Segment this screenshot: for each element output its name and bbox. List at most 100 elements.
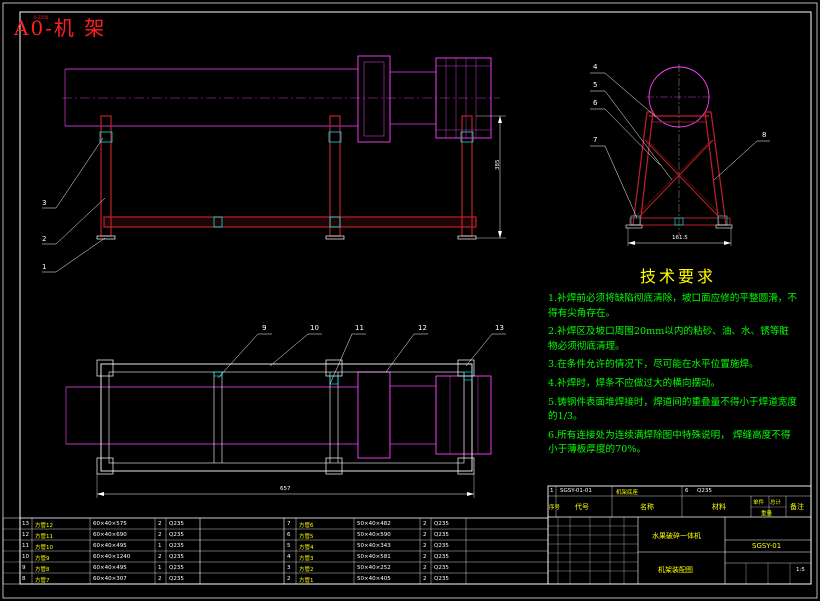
tb-row1-code: SGSY-01-01 (560, 488, 592, 494)
callout-6: 6 (593, 99, 598, 107)
bom-qty: 1 (158, 543, 162, 549)
bom-code: 方管1 (299, 578, 314, 584)
bom-qty: 2 (423, 576, 427, 582)
callout-3: 3 (42, 199, 47, 207)
bom-mat: Q235 (434, 576, 449, 582)
bom-spec: 50×40×252 (357, 565, 391, 571)
bom-mat: Q235 (434, 543, 449, 549)
bom-qty: 2 (423, 554, 427, 560)
tb-row1-name: 机架底座 (616, 490, 639, 496)
title-block-grid (547, 485, 812, 585)
bom-qty: 2 (158, 554, 162, 560)
requirement-item: 4.补焊时，焊条不应做过大的横向摆动。 (548, 377, 721, 389)
tb-drawing-name: 机架装配图 (658, 566, 693, 574)
bom-no: 12 (22, 532, 29, 538)
bom-spec: 60×40×690 (93, 532, 127, 538)
bom-code: 方管10 (35, 545, 53, 551)
requirement-item: 5.铸钢件表面堆焊接时，焊道间的重叠量不得小于焊道宽度的1/3。 (548, 396, 797, 423)
tech-requirements-title: 技术要求 (640, 267, 717, 286)
bom-no: 9 (22, 565, 26, 571)
requirement-item: 6.所有连接处为连续满焊除图中特殊说明， 焊缝高度不得小于薄板厚度的70%。 (548, 429, 791, 456)
front-view (42, 55, 506, 273)
bom-no: 7 (287, 521, 291, 527)
bom-mat: Q235 (434, 521, 449, 527)
callout-12: 12 (418, 324, 427, 332)
bom-no: 4 (287, 554, 291, 560)
bom-spec: 60×40×575 (93, 521, 127, 527)
tb-header-mat: 材料 (712, 503, 726, 511)
bom-code: 方管11 (35, 534, 53, 540)
bom-qty: 2 (158, 521, 162, 527)
bom-no: 5 (287, 543, 291, 549)
callout-7: 7 (593, 136, 598, 144)
tb-row1-no: 1 (550, 488, 554, 494)
bom-mat: Q235 (169, 576, 184, 582)
requirement-item: 2.补焊区及坡口周围20mm以内的粘砂、油、水、锈等脏物必须彻底清理。 (548, 326, 790, 352)
bom-code: 方管12 (35, 523, 53, 529)
top-view (65, 333, 506, 498)
bom-code: 方管2 (299, 567, 314, 573)
bom-no: 10 (22, 554, 29, 560)
bom-mat: Q235 (434, 532, 449, 538)
bom-mat: Q235 (169, 543, 184, 549)
bom-spec: 60×40×495 (93, 565, 127, 571)
dim-width: 161.5 (672, 235, 688, 241)
bom-qty: 2 (423, 521, 427, 527)
callout-4: 4 (593, 63, 598, 71)
tech-requirements-list: 1.补焊前必须将缺陷彻底清除，坡口面应修的平整圆滑，不得有尖角存在。 2.补焊区… (548, 292, 798, 462)
bom-spec: 60×40×307 (93, 576, 127, 582)
tb-row1-qty: 6 (685, 488, 689, 494)
tb-header-remark: 备注 (790, 503, 804, 511)
callout-11: 11 (355, 324, 364, 332)
bom-no: 11 (22, 543, 29, 549)
sheet-title: A0-机 架 (14, 16, 107, 40)
bom-qty: 1 (158, 565, 162, 571)
dim-length: 657 (280, 486, 291, 492)
callout-10: 10 (310, 324, 319, 332)
bom-spec: 50×40×581 (357, 554, 391, 560)
requirement-item: 1.补焊前必须将缺陷彻底清除，坡口面应修的平整圆滑，不得有尖角存在。 (548, 293, 797, 319)
bom-no: 2 (287, 576, 291, 582)
bom-code: 方管9 (35, 556, 50, 562)
bom-spec: 60×40×1240 (93, 554, 131, 560)
bom-qty: 2 (423, 532, 427, 538)
tb-scale: 1:5 (796, 567, 805, 573)
bom-mat: Q235 (169, 565, 184, 571)
bom-code: 方管5 (299, 534, 314, 540)
callout-5: 5 (593, 81, 598, 89)
tb-header-code: 代号 (575, 503, 589, 511)
bom-code: 方管3 (299, 556, 314, 562)
bom-spec: 60×40×495 (93, 543, 127, 549)
sheet-small-label: 0-2500 (34, 15, 49, 20)
tb-drawing-no: SGSY-01 (752, 542, 782, 550)
tb-header-unit: 单件 (753, 500, 765, 506)
bom-qty: 2 (423, 565, 427, 571)
bom-no: 3 (287, 565, 291, 571)
bom-qty: 2 (158, 532, 162, 538)
tb-product-name: 水果破碎一体机 (652, 532, 701, 540)
callout-9: 9 (262, 324, 267, 332)
bom-no: 6 (287, 532, 291, 538)
bom-no: 13 (22, 521, 29, 527)
bom-grid (2, 517, 549, 585)
bom-mat: Q235 (169, 521, 184, 527)
bom-spec: 50×40×405 (357, 576, 391, 582)
requirement-item: 3.在条件允许的情况下，尽可能在水平位置施焊。 (548, 359, 759, 371)
tb-header-name: 名称 (640, 503, 654, 511)
callout-13: 13 (495, 324, 504, 332)
dim-height: 385 (495, 159, 501, 171)
bom-qty: 2 (423, 543, 427, 549)
tb-header-no: 序号 (549, 505, 561, 511)
bom-mat: Q235 (169, 554, 184, 560)
bom-code: 方管7 (35, 578, 50, 584)
bom-qty: 2 (158, 576, 162, 582)
callout-8: 8 (762, 131, 767, 139)
bom-mat: Q235 (169, 532, 184, 538)
callout-1: 1 (42, 263, 47, 271)
tb-header-weight: 重量 (761, 511, 773, 517)
bom-spec: 50×40×590 (357, 532, 391, 538)
callout-2: 2 (42, 235, 47, 243)
tb-header-total: 总计 (770, 500, 782, 506)
